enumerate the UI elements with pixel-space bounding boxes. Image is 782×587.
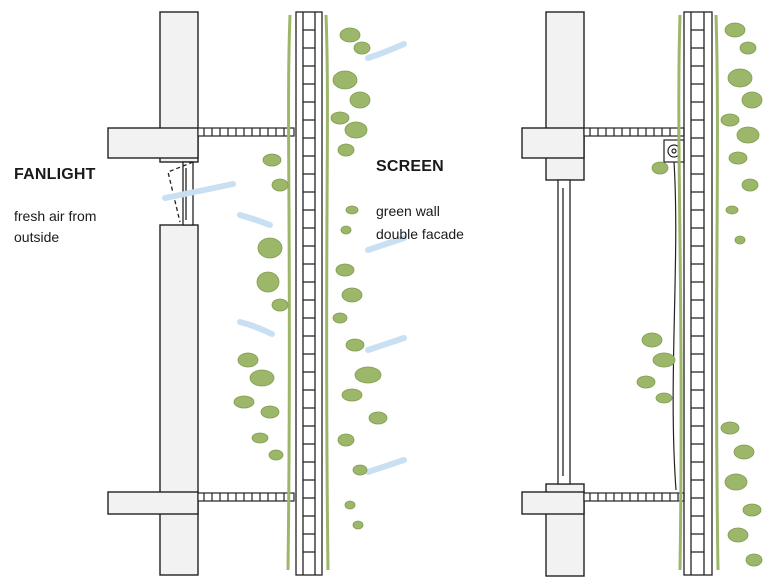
fanlight-desc-line2: outside bbox=[14, 229, 60, 245]
right-window bbox=[557, 179, 571, 485]
right-grating-walkways bbox=[583, 127, 685, 502]
screen-desc-line2: double facade bbox=[376, 226, 464, 242]
left-section bbox=[107, 11, 407, 576]
fanlight-desc-line1: fresh air from bbox=[14, 208, 97, 224]
right-green-wall-foliage bbox=[636, 14, 763, 571]
left-floor-slabs bbox=[107, 127, 199, 515]
left-green-wall-foliage bbox=[233, 14, 388, 571]
screen-title: SCREEN bbox=[376, 158, 444, 175]
right-floor-slabs bbox=[521, 127, 585, 515]
left-trellis bbox=[295, 11, 323, 576]
right-trellis bbox=[683, 11, 713, 576]
right-section bbox=[521, 11, 763, 577]
screen-desc-line1: green wall bbox=[376, 203, 440, 219]
left-grating-walkways bbox=[197, 127, 295, 502]
left-wall bbox=[159, 11, 199, 576]
left-airflow-arrows bbox=[162, 41, 407, 475]
fanlight-title: FANLIGHT bbox=[14, 166, 96, 183]
